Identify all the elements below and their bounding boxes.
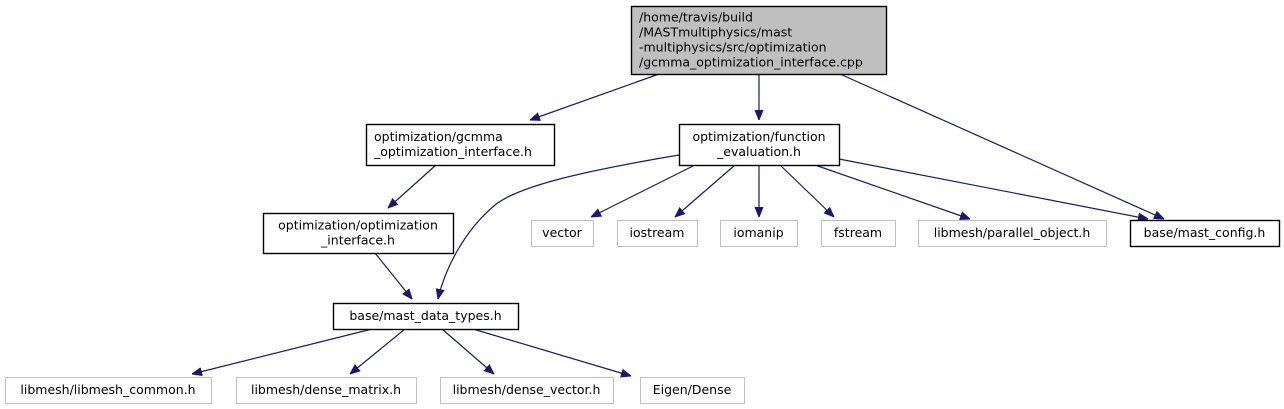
node-label: /MASTmultiphysics/mast	[639, 25, 792, 40]
edge-funceval_h-to-fstream	[779, 164, 834, 217]
node-label: _interface.h	[320, 233, 395, 248]
node-iomanip: iomanip	[720, 220, 798, 247]
node-box	[617, 220, 698, 247]
edge-mast_data_types-to-dense_matrix	[350, 328, 406, 374]
node-box	[531, 220, 594, 247]
node-gcmma_h[interactable]: optimization/gcmma_optimization_interfac…	[365, 123, 556, 167]
node-label: _evaluation.h	[716, 144, 801, 159]
node-parallel_object: libmesh/parallel_object.h	[918, 220, 1107, 247]
node-box	[720, 220, 798, 247]
node-label: iostream	[630, 225, 685, 240]
node-label: iomanip	[733, 225, 783, 240]
node-box	[821, 220, 896, 247]
node-dense_matrix: libmesh/dense_matrix.h	[236, 377, 417, 404]
edge-funceval_h-to-iostream	[675, 164, 736, 217]
node-box	[630, 5, 888, 76]
node-iostream: iostream	[617, 220, 698, 247]
node-optint_h[interactable]: optimization/optimization_interface.h	[262, 212, 455, 255]
node-label: /home/travis/build	[639, 10, 753, 25]
edge-mast_data_types-to-eigen_dense	[472, 328, 631, 376]
node-dense_vector: libmesh/dense_vector.h	[440, 377, 614, 404]
edge-mast_data_types-to-libmesh_common	[192, 328, 373, 374]
node-box	[236, 377, 417, 404]
edge-root-to-gcmma_h	[530, 73, 660, 120]
edge-funceval_h-to-parallel_object	[814, 164, 970, 219]
node-label: -multiphysics/src/optimization	[639, 40, 827, 55]
node-label: base/mast_config.h	[1144, 225, 1266, 240]
node-eigen_dense: Eigen/Dense	[640, 377, 745, 404]
node-box	[365, 123, 556, 167]
node-mast_config[interactable]: base/mast_config.h	[1129, 219, 1281, 248]
node-box	[1129, 219, 1281, 248]
node-label: base/mast_data_types.h	[349, 308, 501, 323]
node-label: fstream	[834, 225, 882, 240]
edge-funceval_h-to-vector	[591, 164, 696, 217]
node-fstream: fstream	[821, 220, 896, 247]
node-root[interactable]: /home/travis/build/MASTmultiphysics/mast…	[630, 5, 888, 76]
edge-gcmma_h-to-optint_h	[388, 164, 437, 208]
node-label: vector	[542, 225, 583, 240]
node-box	[640, 377, 745, 404]
nodes-layer: /home/travis/build/MASTmultiphysics/mast…	[5, 5, 1281, 404]
node-label: optimization/gcmma	[374, 129, 503, 144]
edge-mast_data_types-to-dense_vector	[441, 328, 494, 374]
node-label: optimization/optimization	[278, 218, 438, 233]
node-label: libmesh/parallel_object.h	[934, 225, 1091, 240]
node-box	[918, 220, 1107, 247]
node-vector: vector	[531, 220, 594, 247]
node-box	[678, 123, 841, 167]
node-label: /gcmma_optimization_interface.cpp	[639, 55, 863, 70]
node-box	[262, 212, 455, 255]
edge-optint_h-to-mast_data_types	[374, 252, 412, 299]
node-label: Eigen/Dense	[653, 382, 732, 397]
edge-funceval_h-to-mast_data_types	[438, 154, 680, 299]
node-libmesh_common: libmesh/libmesh_common.h	[5, 377, 212, 404]
node-label: libmesh/dense_vector.h	[453, 382, 601, 397]
edges-layer	[192, 73, 1164, 376]
node-label: libmesh/dense_matrix.h	[251, 382, 401, 397]
node-label: libmesh/libmesh_common.h	[20, 382, 195, 397]
edge-funceval_h-to-mast_config	[838, 158, 1148, 219]
node-funceval_h[interactable]: optimization/function_evaluation.h	[678, 123, 841, 167]
node-box	[332, 302, 520, 331]
node-box	[5, 377, 212, 404]
node-label: _optimization_interface.h	[373, 144, 532, 159]
node-box	[440, 377, 614, 404]
node-label: optimization/function	[692, 129, 825, 144]
edge-root-to-mast_config	[839, 73, 1164, 219]
node-mast_data_types[interactable]: base/mast_data_types.h	[332, 302, 520, 331]
